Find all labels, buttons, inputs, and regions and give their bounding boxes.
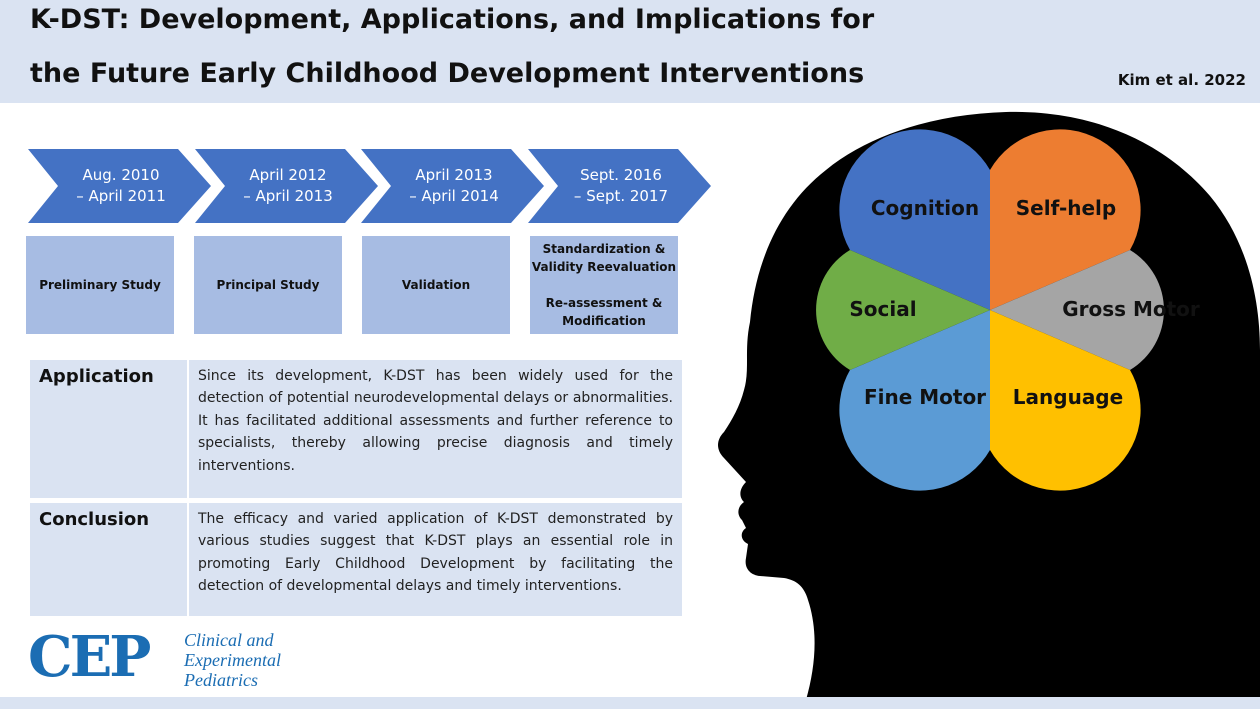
cep-name-line: Clinical and <box>184 630 274 650</box>
footer-bar <box>0 697 1260 709</box>
cognition-label: Cognition <box>871 196 979 220</box>
stage-label: Validity Reevaluation <box>531 260 677 274</box>
timeline-arrow-4-end: – Sept. 2017 <box>573 187 669 205</box>
header-bar: K-DST: Development, Applications, and Im… <box>0 0 1260 103</box>
application-label: Application <box>39 366 154 387</box>
stage-box-validation: Validation <box>362 236 510 334</box>
timeline-arrow-3-start: April 2013 <box>415 166 493 184</box>
cep-name-line: Experimental <box>184 650 281 670</box>
cep-name-line: Pediatrics <box>184 670 258 690</box>
social-label: Social <box>849 297 916 321</box>
timeline-arrow-1-end: – April 2011 <box>76 187 166 205</box>
child-head-diagram: Cognition Self-help Social Gross Motor F… <box>718 111 1260 700</box>
timeline-arrow-1-start: Aug. 2010 <box>82 166 160 184</box>
stage-box-preliminary: Preliminary Study <box>26 236 174 334</box>
language-petal <box>990 310 1141 491</box>
cep-abbreviation: CEP <box>28 624 151 690</box>
title-line-1: K-DST: Development, Applications, and Im… <box>30 4 875 35</box>
conclusion-text: The efficacy and varied application of K… <box>198 511 673 595</box>
timeline-arrow-4: Sept. 2016 – Sept. 2017 <box>528 149 711 223</box>
application-text: Since its development, K-DST has been wi… <box>198 368 673 474</box>
fine-motor-petal <box>839 310 990 491</box>
conclusion-panel: Conclusion The efficacy and varied appli… <box>30 503 682 616</box>
application-panel: Application Since its development, K-DST… <box>30 360 682 498</box>
timeline-arrow-1: Aug. 2010 – April 2011 <box>28 149 211 223</box>
cep-full-name: Clinical and Experimental Pediatrics <box>184 630 281 690</box>
self-help-petal <box>990 129 1141 310</box>
language-label: Language <box>1013 385 1123 409</box>
stage-label: Standardization & <box>542 242 666 256</box>
gross-motor-label: Gross Motor <box>1062 297 1200 321</box>
stage-label: Re-assessment & <box>545 296 663 310</box>
stage-label: Modification <box>562 314 646 328</box>
title-line-2: the Future Early Childhood Development I… <box>30 58 865 89</box>
stage-label: Preliminary Study <box>39 278 161 292</box>
gross-motor-petal <box>990 250 1164 370</box>
panel-divider <box>187 360 189 498</box>
timeline-arrow-2-end: – April 2013 <box>243 187 333 205</box>
timeline-arrow-2-label: April 2012 – April 2013 <box>229 149 347 223</box>
stage-label: Principal Study <box>216 278 320 292</box>
stage-box-principal: Principal Study <box>194 236 342 334</box>
stage-label: Validation <box>401 278 471 292</box>
fine-motor-label: Fine Motor <box>864 385 986 409</box>
timeline-arrow-3-end: – April 2014 <box>409 187 499 205</box>
timeline-arrow-3-label: April 2013 – April 2014 <box>395 149 513 223</box>
author-citation: Kim et al. 2022 <box>1117 71 1246 89</box>
conclusion-label: Conclusion <box>39 509 150 530</box>
timeline-arrow-3: April 2013 – April 2014 <box>361 149 544 223</box>
self-help-label: Self-help <box>1016 196 1116 220</box>
panel-divider <box>187 503 189 616</box>
timeline-arrow-2-start: April 2012 <box>249 166 327 184</box>
cognition-petal <box>839 129 990 310</box>
social-petal <box>816 250 990 370</box>
timeline-arrow-2: April 2012 – April 2013 <box>195 149 378 223</box>
stage-box-standardization: Standardization & Validity Reevaluation … <box>530 236 678 334</box>
timeline-arrow-1-label: Aug. 2010 – April 2011 <box>62 149 180 223</box>
timeline-arrow-4-label: Sept. 2016 – Sept. 2017 <box>562 149 680 223</box>
timeline-arrow-4-start: Sept. 2016 <box>580 166 662 184</box>
